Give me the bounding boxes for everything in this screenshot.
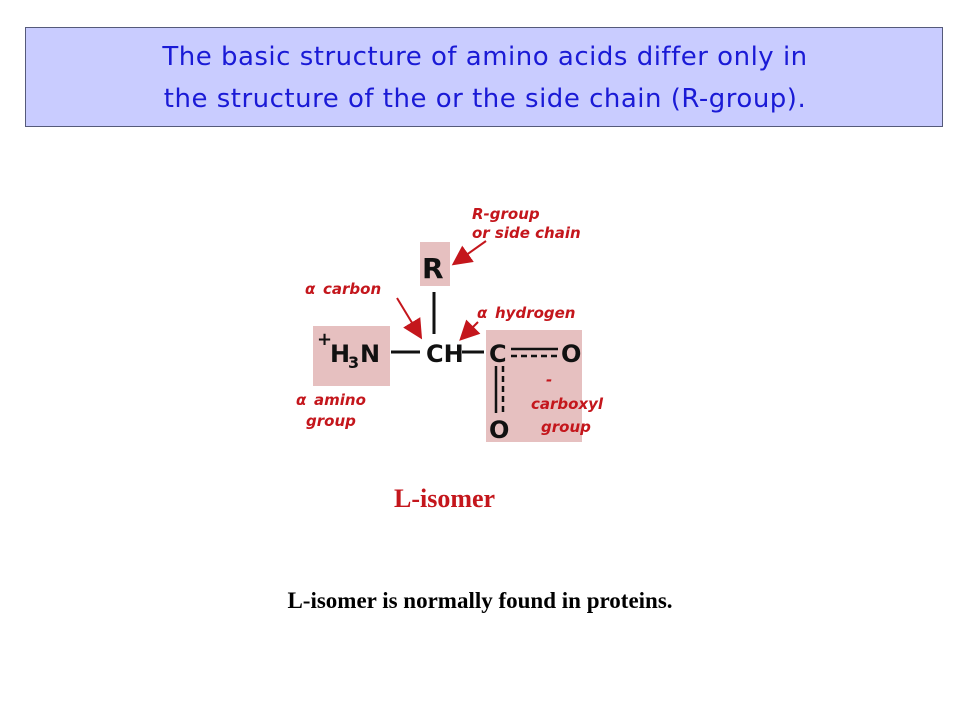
slide-title: The basic structure of amino acids diffe… (26, 28, 944, 128)
amino-group-highlight (313, 326, 390, 386)
label-r-group-line-1: R-group (472, 205, 540, 223)
l-isomer-label: L-isomer (394, 484, 496, 513)
title-line-1: The basic structure of amino acids diffe… (162, 42, 808, 72)
footer-caption: L-isomer is normally found in proteins. (287, 588, 673, 613)
label-r-group-line-2: or side chain (472, 224, 581, 242)
title-box: The basic structure of amino acids diffe… (25, 27, 943, 127)
label-alpha-amino-line-2: group (306, 412, 356, 430)
arrow-alpha-carbon (396, 297, 423, 340)
label-carboxyl-line-1: carboxyl (531, 395, 604, 413)
alpha-symbol-carbon: α (305, 280, 316, 298)
title-line-2: the structure of the or the side chain (… (163, 84, 807, 114)
arrow-alpha-hydrogen (459, 319, 481, 341)
o-bottom-atom: O (489, 416, 509, 444)
o-right-atom: O (561, 340, 581, 368)
subscript-3: 3 (348, 353, 359, 372)
arrow-r-group (451, 240, 487, 266)
label-alpha-carbon: carbon (323, 280, 381, 298)
label-alpha-amino-line-1: amino (314, 391, 366, 409)
carbonyl-c-atom: C (489, 340, 507, 368)
ch-atom: CH (426, 340, 464, 368)
label-alpha-hydrogen: hydrogen (495, 304, 576, 322)
h-atom: H (330, 340, 350, 368)
label-carboxyl-line-2: group (541, 418, 591, 436)
r-atom: R (422, 252, 444, 285)
alpha-symbol-amino: α (296, 391, 307, 409)
alpha-symbol-hydrogen: α (477, 304, 488, 322)
r-group-highlight (420, 242, 450, 286)
plus-charge: + (317, 329, 332, 350)
carboxyl-charge: - (546, 371, 552, 389)
n-atom: N (360, 340, 380, 368)
